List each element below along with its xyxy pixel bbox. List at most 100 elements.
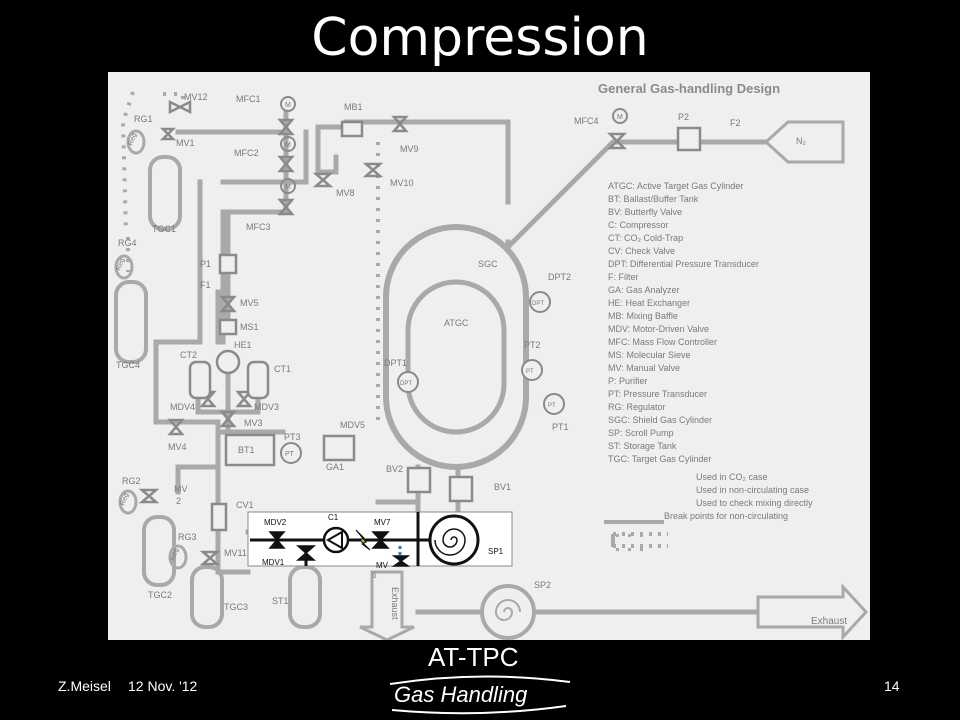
legend-item-17: RG: Regulator [608, 402, 666, 412]
symbol-pt2: PT [526, 369, 534, 375]
label-rg3: RG3 [178, 532, 197, 542]
label-pt1: PT1 [552, 422, 569, 432]
label-dpt1: DPT1 [384, 358, 407, 368]
label-pt2: PT2 [524, 340, 541, 350]
legend-item-5: CV: Check Valve [608, 246, 675, 256]
label-ga1: GA1 [326, 462, 344, 472]
label-st1: ST1 [272, 596, 289, 606]
legend-item-10: MB: Mixing Baffle [608, 311, 678, 321]
slide-title: Compression [311, 8, 649, 68]
label-mfc2: MFC2 [234, 148, 259, 158]
legend-item-15: P: Purifier [608, 376, 648, 386]
label-pt3: PT3 [284, 432, 301, 442]
legend-item-3: C: Compressor [608, 220, 669, 230]
label-mv2-number: 2 [176, 496, 181, 506]
reg-label-rg1: Reg [127, 132, 138, 147]
line-key-2: Used to check mixing directly [696, 498, 813, 508]
label-tgc4: TGC4 [116, 360, 140, 370]
legend-item-18: SGC: Shield Gas Cylinder [608, 415, 712, 425]
symbol-pt1: PT [548, 403, 556, 409]
label-exhaust-right: Exhaust [811, 616, 847, 627]
label-mv6: MV [376, 561, 389, 570]
line-key-0: Used in CO₂ case [696, 472, 768, 482]
sgc-vessel [383, 224, 529, 470]
label-sp1: SP1 [488, 547, 504, 556]
label-mv4: MV4 [168, 442, 187, 452]
legend-item-16: PT: Pressure Transducer [608, 389, 707, 399]
motor-label-mfc3: M [285, 184, 291, 191]
scroll-pump-sp1 [428, 514, 480, 566]
at-tpc-gas-handling-logo: AT-TPC Gas Handling [389, 642, 571, 715]
footer-date: 12 Nov. '12 [128, 678, 198, 694]
legend-item-4: CT: CO₂ Cold-Trap [608, 233, 683, 243]
legend-item-6: DPT: Differential Pressure Transducer [608, 259, 759, 269]
legend-item-11: MDV: Motor-Driven Valve [608, 324, 709, 334]
legend-item-12: MFC: Mass Flow Controller [608, 337, 717, 347]
motor-label-mfc2: M [285, 142, 291, 149]
motor-label-mfc1: M [285, 102, 291, 109]
symbol-dpt1: DPT [400, 381, 412, 387]
label-mv3: MV3 [244, 418, 263, 428]
label-c1: C1 [328, 513, 339, 522]
label-ct1: CT1 [274, 364, 291, 374]
label-sgc: SGC [478, 259, 498, 269]
label-sp2: SP2 [534, 580, 551, 590]
legend-item-14: MV: Manual Valve [608, 363, 680, 373]
cylinders [114, 155, 322, 629]
piping-schematic: General Gas-handling Design ATGC: Active… [114, 81, 869, 642]
label-p2: P2 [678, 112, 689, 122]
label-mv11: MV11 [224, 548, 247, 558]
label-mv5: MV5 [240, 298, 259, 308]
label-f2: F2 [730, 118, 741, 128]
label-tgc3: TGC3 [224, 602, 248, 612]
label-ct2: CT2 [180, 350, 197, 360]
label-mv8: MV8 [336, 188, 355, 198]
label-mv10: MV10 [390, 178, 414, 188]
label-bv1: BV1 [494, 482, 511, 492]
label-mdv2: MDV2 [264, 518, 287, 527]
break-point-dots [616, 534, 643, 551]
symbol-dpt2: DPT [532, 301, 544, 307]
component-boxes [188, 120, 702, 532]
gas-handling-diagram: General Gas-handling Design ATGC: Active… [108, 72, 870, 642]
legend-item-1: BT: Ballast/Buffer Tank [608, 194, 699, 204]
diagram-heading: General Gas-handling Design [598, 81, 780, 96]
sp2-spiral [494, 599, 521, 621]
line-key-3: Break points for non-circulating [664, 511, 788, 521]
label-p1: P1 [200, 259, 211, 269]
footer-author: Z.Meisel [58, 678, 111, 694]
motor-label-mfc4: M [617, 114, 623, 121]
logo-line1: AT-TPC [428, 642, 519, 672]
label-mdv4: MDV4 [170, 402, 195, 412]
legend-item-21: TGC: Target Gas Cylinder [608, 454, 711, 464]
reg-label-rg3: Reg [169, 547, 180, 562]
legend-item-7: F: Filter [608, 272, 639, 282]
label-mb1: MB1 [344, 102, 363, 112]
label-mv9: MV9 [400, 144, 419, 154]
label-rg4: RG4 [118, 238, 137, 248]
logo-line2: Gas Handling [394, 682, 528, 707]
label-atgc: ATGC [444, 318, 469, 328]
compressor-symbol [325, 530, 343, 550]
legend-item-13: MS: Molecular Sieve [608, 350, 691, 360]
legend-item-0: ATGC: Active Target Gas Cylinder [608, 181, 743, 191]
reg-label-rg2: Reg [119, 492, 130, 507]
label-n2: N₂ [796, 136, 806, 146]
legend-item-19: SP: Scroll Pump [608, 428, 674, 438]
label-dpt2: DPT2 [548, 272, 571, 282]
regulators [114, 129, 188, 570]
mfc-motors [280, 96, 628, 194]
label-tgc1: TGC1 [152, 224, 176, 234]
line-key-1: Used in non-circulating case [696, 485, 809, 495]
label-bv2: BV2 [386, 464, 403, 474]
label-rg1: RG1 [134, 114, 153, 124]
label-mdv1: MDV1 [262, 558, 285, 567]
label-rg2: RG2 [122, 476, 141, 486]
label-mv7: MV7 [374, 518, 391, 527]
label-mv12: MV12 [184, 92, 208, 102]
page-number: 14 [884, 678, 900, 694]
reg-label-rg4: Reg [115, 257, 126, 272]
label-mv6-number: 6 [372, 571, 377, 580]
scroll-pump-sp2 [480, 584, 536, 640]
legend-item-8: GA: Gas Analyzer [608, 285, 680, 295]
